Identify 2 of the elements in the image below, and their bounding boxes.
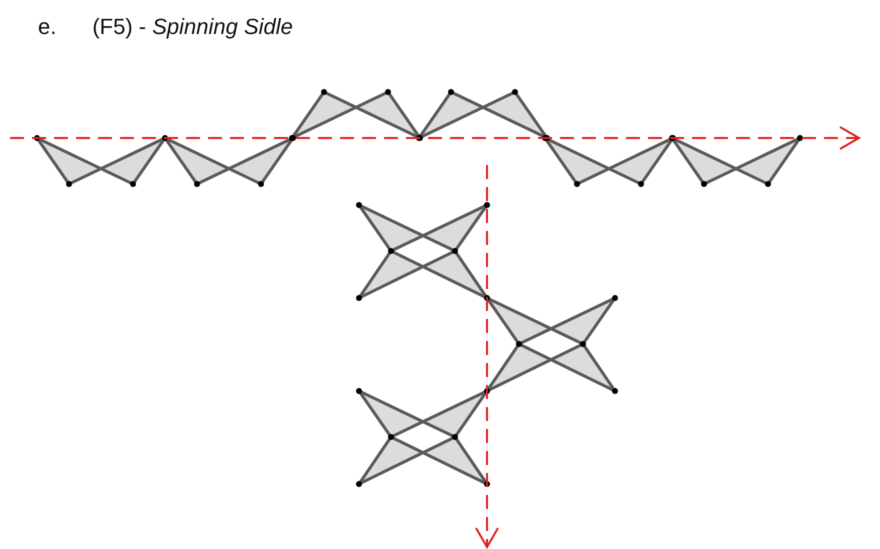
title: (F5) - Spinning Sidle <box>92 14 293 40</box>
item-letter: e. <box>38 14 56 40</box>
